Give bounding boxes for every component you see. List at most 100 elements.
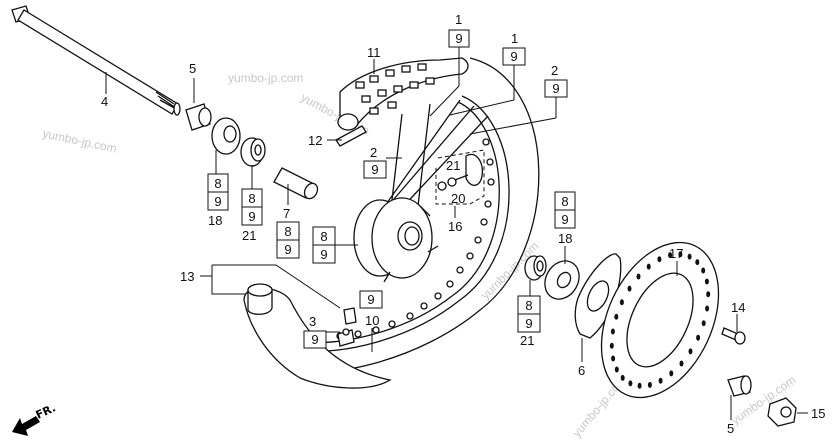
- svg-text:8: 8: [248, 191, 255, 206]
- svg-text:8: 8: [561, 194, 568, 209]
- dust-seal-part[interactable]: [211, 117, 241, 155]
- callout-2: 2: [370, 145, 377, 160]
- callout-20: 21: [446, 158, 460, 173]
- callout-3: 3: [309, 314, 316, 329]
- disc-hole: [706, 291, 711, 298]
- axle-part[interactable]: [11, 5, 181, 116]
- callout-5: 5: [727, 421, 734, 436]
- svg-text:9: 9: [311, 332, 318, 347]
- disc-hole: [614, 366, 619, 373]
- svg-text:8: 8: [214, 176, 221, 191]
- svg-text:8: 8: [525, 298, 532, 313]
- disc-hole: [704, 278, 709, 285]
- callout-9-valve-box: 9: [359, 290, 383, 309]
- callout-21: 21: [242, 228, 256, 243]
- disc-hole: [701, 267, 706, 274]
- callout-17: 15: [811, 406, 825, 421]
- disc-hole: [679, 360, 684, 367]
- bolt-part[interactable]: [721, 327, 746, 345]
- callout-14: 16: [448, 219, 462, 234]
- callout-19: 20: [451, 191, 465, 206]
- axle-nut-part[interactable]: [767, 397, 797, 427]
- disc-hole: [636, 273, 641, 280]
- callout-21-boxes: 8 9: [241, 188, 263, 226]
- disc-hole: [695, 259, 700, 266]
- callout-5: 5: [189, 61, 196, 76]
- callout-18-right-boxes: 8 9: [554, 191, 576, 229]
- bearing-part-right[interactable]: [524, 255, 547, 281]
- callout-18: 18: [208, 213, 222, 228]
- callout-8-9-hub-boxes: 8 9: [312, 226, 336, 264]
- disc-hole: [628, 380, 633, 387]
- disc-hole: [637, 382, 642, 389]
- callout-2-box: 9: [544, 79, 568, 98]
- callout-21: 21: [520, 333, 534, 348]
- disc-hole: [696, 334, 701, 341]
- callout-18: 18: [558, 231, 572, 246]
- watermark: yumbo-jp.com: [41, 126, 118, 155]
- callout-10: 10: [365, 313, 379, 328]
- svg-text:9: 9: [371, 162, 378, 177]
- disc-hole: [647, 381, 652, 388]
- callout-3-box: 9: [303, 330, 327, 349]
- callout-1: 1: [455, 12, 462, 27]
- callout-21-right-boxes: 8 9: [517, 295, 541, 333]
- rim-lock-part[interactable]: [337, 328, 355, 347]
- svg-text:9: 9: [320, 247, 327, 262]
- svg-text:9: 9: [525, 316, 532, 331]
- front-direction-arrow: FR.: [12, 401, 58, 436]
- hub-part[interactable]: [353, 197, 439, 283]
- svg-text:9: 9: [214, 194, 221, 209]
- callout-2: 2: [551, 63, 558, 78]
- svg-text:9: 9: [455, 31, 462, 46]
- valve-cap-part[interactable]: [343, 307, 357, 325]
- disc-hole: [620, 374, 625, 381]
- brake-disc-part[interactable]: [578, 224, 742, 417]
- watermark: yumbo-jp.com: [228, 71, 303, 85]
- callout-6: 6: [578, 363, 585, 378]
- rim-band-part[interactable]: [335, 125, 367, 147]
- collar-part[interactable]: [185, 103, 212, 131]
- disc-hole: [688, 348, 693, 355]
- disc-hole: [687, 253, 692, 260]
- distance-collar-part[interactable]: [273, 167, 320, 201]
- speedometer-drive-part[interactable]: [437, 153, 483, 191]
- callout-1-box: 9: [502, 47, 526, 66]
- disc-hole: [657, 256, 662, 263]
- svg-text:8: 8: [284, 224, 291, 239]
- disc-hole: [658, 377, 663, 384]
- disc-hole: [646, 263, 651, 270]
- callout-18-boxes: 8 9: [207, 173, 229, 211]
- disc-hole: [614, 313, 619, 320]
- disc-hole: [627, 285, 632, 292]
- callout-13: 12: [308, 133, 322, 148]
- callout-1: 1: [511, 31, 518, 46]
- svg-text:8: 8: [320, 229, 327, 244]
- callout-15: 17: [669, 246, 683, 261]
- spokes-part[interactable]: [381, 99, 489, 213]
- callout-7-boxes: 8 9: [276, 221, 300, 259]
- tire-part[interactable]: [337, 57, 469, 131]
- disc-hole: [610, 328, 615, 335]
- disc-hole: [619, 299, 624, 306]
- tube-part[interactable]: [243, 283, 392, 389]
- disc-hole: [668, 252, 673, 259]
- callout-16: 14: [731, 300, 745, 315]
- callout-4: 4: [101, 94, 108, 109]
- callout-2-box: 9: [363, 160, 387, 179]
- dust-seal-part-right[interactable]: [538, 255, 586, 306]
- svg-text:9: 9: [561, 212, 568, 227]
- bearing-part[interactable]: [240, 137, 266, 167]
- callout-11: 11: [367, 45, 381, 60]
- disc-hole: [705, 305, 710, 312]
- collar-part-right[interactable]: [727, 375, 752, 397]
- svg-text:9: 9: [510, 49, 517, 64]
- callout-1-box: 9: [448, 29, 470, 48]
- callout-12: 13: [180, 269, 194, 284]
- callout-7: 7: [283, 206, 290, 221]
- svg-text:9: 9: [367, 292, 374, 307]
- svg-text:9: 9: [284, 242, 291, 257]
- disc-hole: [701, 320, 706, 327]
- disc-hole: [609, 342, 614, 349]
